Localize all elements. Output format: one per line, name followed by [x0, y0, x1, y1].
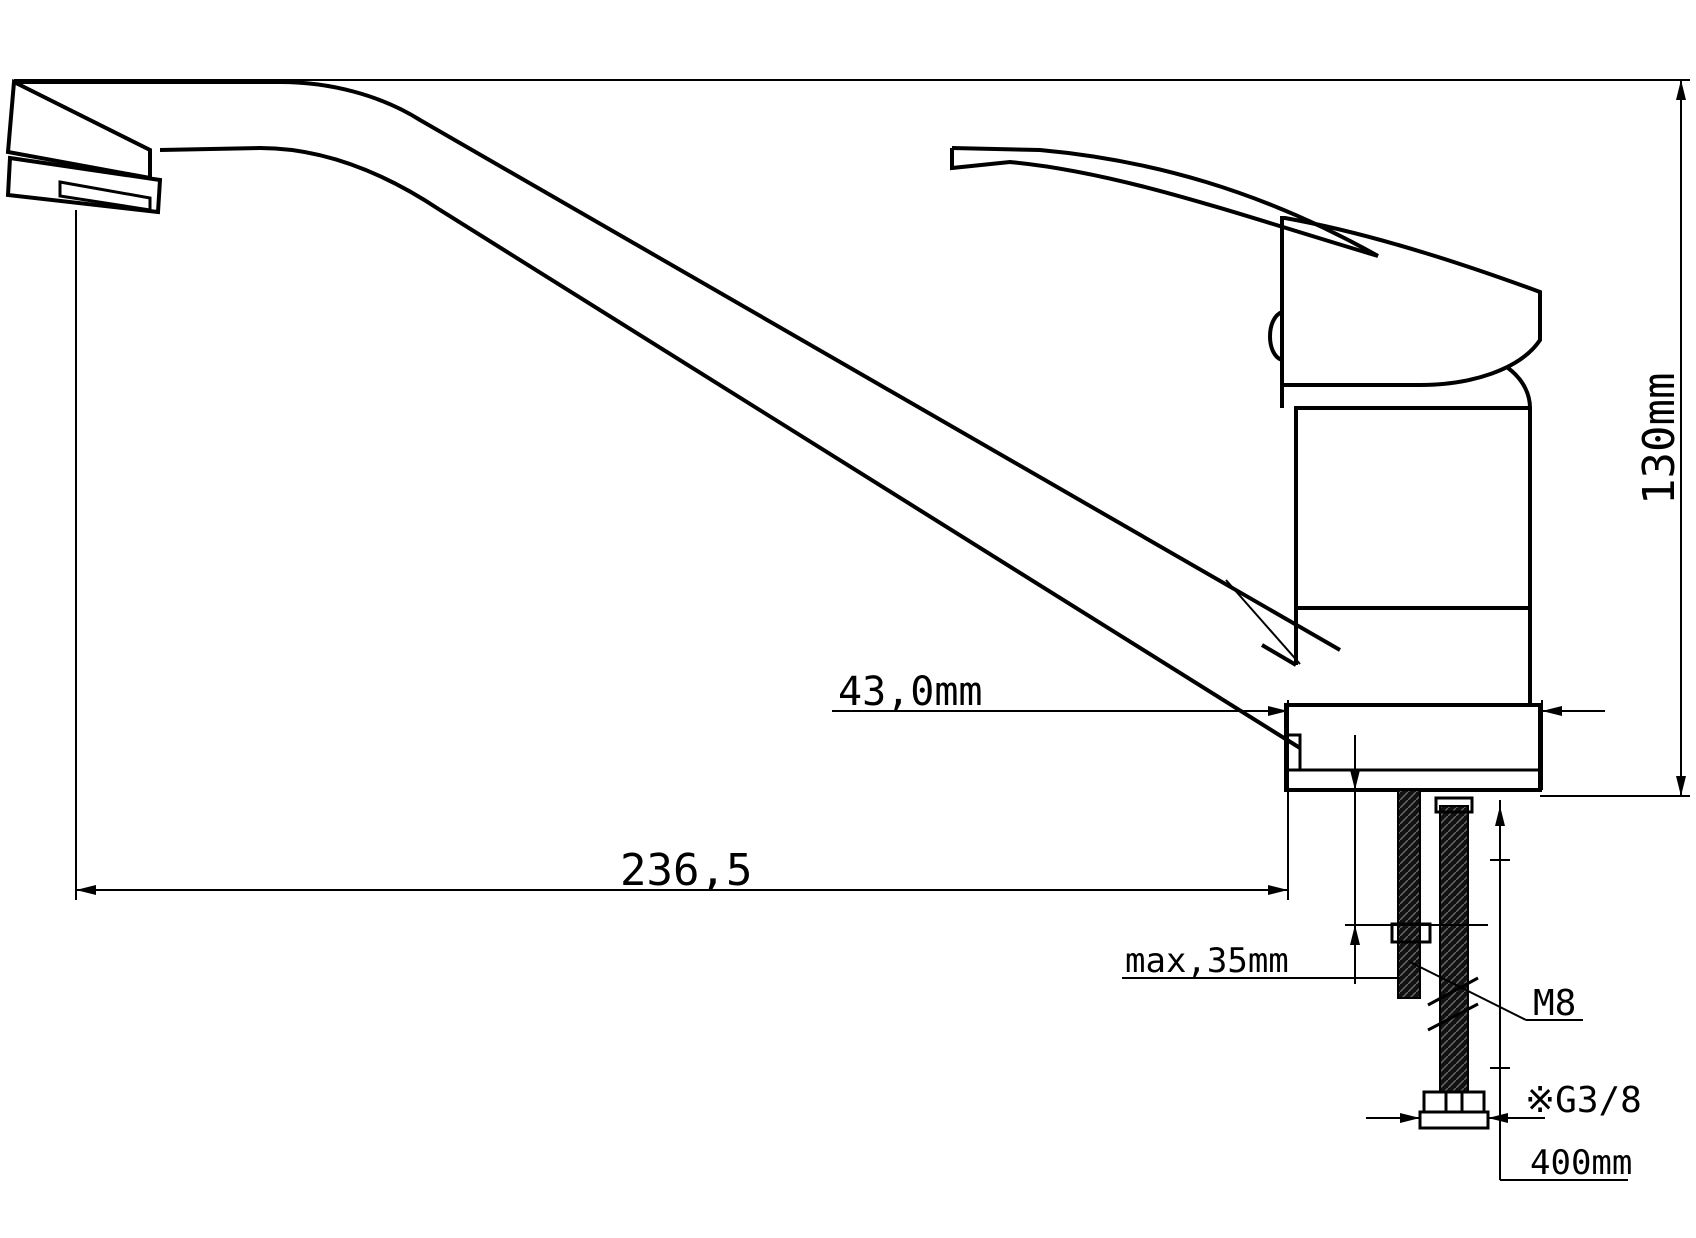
cartridge-housing — [1280, 366, 1532, 409]
lever-handle — [950, 146, 1542, 387]
hose-length-dimension: 400mm — [1490, 800, 1632, 1183]
lever-pivot — [1268, 310, 1284, 362]
faucet-base — [1284, 703, 1542, 792]
spout-upper-edge — [14, 80, 1341, 652]
height-dimension: 130mm — [14, 79, 1690, 797]
connection-callout: ※G3/8 — [1366, 1068, 1642, 1180]
thread-label: M8 — [1533, 983, 1576, 1024]
connection-label: ※G3/8 — [1525, 1080, 1642, 1121]
mounting-assembly — [1390, 789, 1490, 1130]
countertop-dimension: max,35mm — [1122, 735, 1488, 984]
reach-dimension-label: 236,5 — [620, 845, 752, 896]
faucet-outline — [5, 78, 1542, 792]
hose-connector — [1418, 1090, 1490, 1130]
faucet-body — [1294, 406, 1532, 610]
height-dimension-label: 130mm — [1634, 373, 1685, 505]
flex-hose — [1439, 805, 1469, 1093]
hose-length-label: 400mm — [1530, 1143, 1632, 1183]
reach-dimension: 236,5 — [75, 210, 1289, 900]
thread-callout: M8 — [1409, 961, 1583, 1024]
countertop-dimension-label: max,35mm — [1125, 941, 1289, 981]
base-diameter-label: 43,0mm — [838, 669, 983, 715]
base-diameter-dimension: 43,0mm — [832, 669, 1605, 790]
aerator — [5, 78, 163, 215]
mounting-stud — [1397, 789, 1421, 999]
spout-lower-edge — [159, 145, 1302, 750]
